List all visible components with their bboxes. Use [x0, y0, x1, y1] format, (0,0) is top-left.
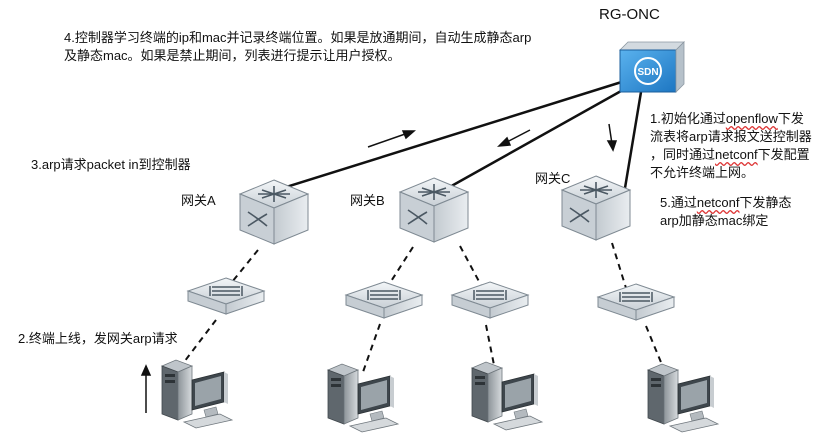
gateway-b-switch [398, 177, 470, 243]
arrow-terminal-up [140, 364, 152, 413]
note-step-4-line-1: 4.控制器学习终端的ip和mac并记录终端位置。如果是放通期间，自动生成静态ar… [64, 30, 532, 45]
link-switch-b2-pc [485, 324, 496, 371]
controller-badge: SDN [637, 67, 658, 78]
arrow-flow-down-b [497, 129, 531, 147]
note-step-2: 2.终端上线，发网关arp请求 [18, 331, 178, 346]
terminal-a [160, 359, 234, 429]
gateway-c-label: 网关C [535, 171, 571, 186]
link-switch-c-pc [645, 325, 666, 373]
link-gw-a-switch [231, 249, 259, 283]
arrow-packet-in [367, 130, 416, 148]
link-controller-gateway-b [429, 84, 631, 200]
link-controller-gateway-c [623, 91, 643, 189]
note-step-5: 5.通过netconf下发静态 arp加静态mac绑定 [660, 194, 792, 230]
terminal-c [646, 363, 720, 433]
note-step-1: 1.初始化通过openflow下发 流表将arp请求报文送控制器 ，同时通过ne… [650, 110, 812, 182]
note-step-5-line-2: arp加静态mac绑定 [660, 213, 769, 228]
controller-links [247, 78, 643, 201]
access-switch-a [186, 277, 266, 315]
gateway-c-switch [560, 175, 632, 241]
link-switch-b1-pc [362, 323, 381, 373]
note-step-1-line-2: 流表将arp请求报文送控制器 [650, 129, 812, 144]
note-step-4: 4.控制器学习终端的ip和mac并记录终端位置。如果是放通期间，自动生成静态ar… [64, 29, 531, 65]
note-step-1-line-4: 不允许终端上网。 [650, 165, 755, 180]
arrow-flow-down-c [606, 123, 618, 152]
sdn-controller: SDN [619, 41, 685, 93]
gateway-a-switch [238, 179, 310, 245]
controller-name: RG-ONC [599, 6, 660, 23]
note-step-4-line-2: 及静态mac。如果是禁止期间，列表进行提示让用户授权。 [64, 48, 401, 63]
access-links [177, 242, 666, 373]
note-step-1-line-1: 1.初始化通过openflow下发 [650, 111, 804, 126]
note-step-5-line-1: 5.通过netconf下发静态 [660, 195, 792, 210]
access-switch-c [596, 283, 676, 321]
access-switch-b2 [450, 281, 530, 319]
flow-arrows [140, 123, 618, 413]
link-gw-b-switch-2 [459, 245, 483, 288]
link-controller-gateway-a [247, 78, 629, 201]
gateway-a-label: 网关A [181, 193, 216, 208]
note-step-3: 3.arp请求packet in到控制器 [31, 157, 191, 172]
link-gw-b-switch-1 [387, 246, 414, 287]
access-switch-b1 [344, 281, 424, 319]
link-gw-c-switch [611, 242, 627, 289]
gateway-b-label: 网关B [350, 193, 385, 208]
note-step-1-line-3: ，同时通过netconf下发配置 [650, 147, 810, 162]
terminal-b2 [470, 361, 544, 431]
terminal-b1 [326, 363, 400, 433]
